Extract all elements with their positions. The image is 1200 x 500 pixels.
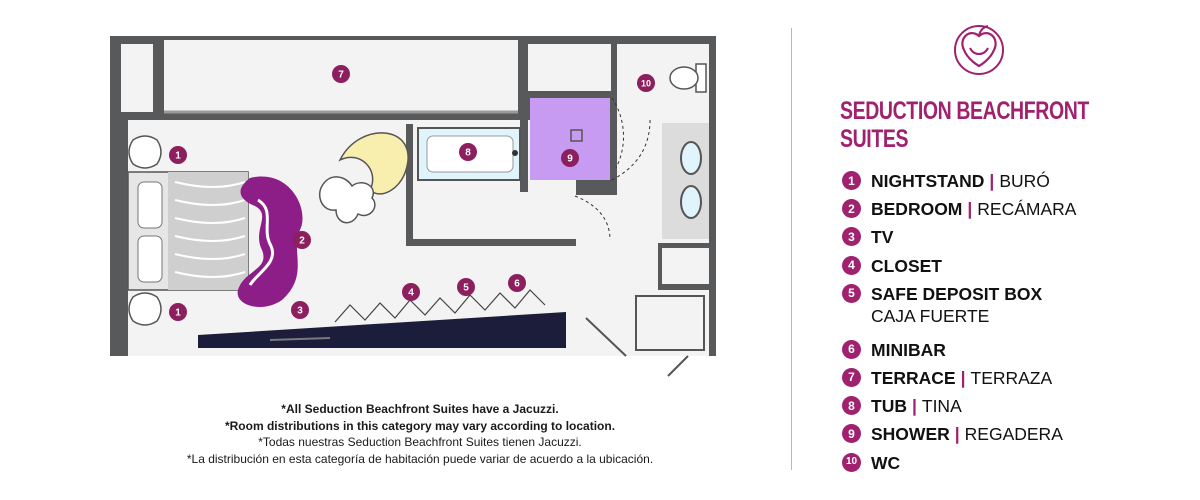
legend-item: 3 TV: [842, 226, 1076, 254]
footnotes: *All Seduction Beachfront Suites have a …: [140, 401, 700, 467]
legend-item: 1 NIGHTSTAND|BURÓ: [842, 170, 1076, 198]
marker-minibar: 6: [508, 274, 526, 292]
lounge-chair: [338, 132, 409, 195]
legend-number: 5: [842, 283, 861, 303]
storage-room: [528, 44, 611, 91]
legend-item: 4 CLOSET: [842, 255, 1076, 283]
legend-label-en: TUB: [871, 396, 907, 417]
legend-separator: |: [960, 367, 966, 388]
legend-number: 10: [842, 452, 861, 472]
svg-text:6: 6: [514, 279, 520, 290]
svg-text:5: 5: [463, 283, 469, 294]
svg-text:7: 7: [338, 70, 344, 81]
note-jacuzzi-en: *All Seduction Beachfront Suites have a …: [281, 402, 559, 416]
legend-label-es: REGADERA: [964, 424, 1063, 445]
vanity-counter: [662, 123, 709, 239]
legend-label-en: BEDROOM: [871, 199, 963, 220]
legend-label-en: NIGHTSTAND: [871, 171, 985, 191]
legend-number: 1: [842, 171, 861, 190]
legend-item: 9 SHOWER|REGADERA: [842, 423, 1076, 451]
side-table: [318, 176, 376, 224]
legend-label-es: BURÓ: [999, 171, 1050, 191]
marker-shower: 9: [561, 149, 579, 167]
divider-line: [791, 28, 792, 470]
marker-wc: 10: [637, 74, 655, 92]
svg-text:10: 10: [641, 79, 651, 89]
nightstand-icon: [128, 292, 162, 326]
legend-separator: |: [911, 396, 917, 417]
legend-label-en: CLOSET: [871, 255, 942, 276]
marker-tub: 8: [459, 143, 477, 161]
legend-label-en: SAFE DEPOSIT BOX: [871, 283, 1043, 304]
legend-number: 8: [842, 396, 861, 416]
tv-icon: [269, 337, 331, 341]
legend-label-es: CAJA FUERTE: [871, 305, 990, 326]
toilet-icon: [669, 66, 699, 90]
legend-number: 2: [842, 199, 861, 219]
marker-bedroom: 2: [293, 231, 311, 249]
sink-icon: [680, 141, 702, 175]
marker-nightstand-top: 1: [169, 146, 187, 164]
marker-tv: 3: [291, 301, 309, 319]
svg-text:9: 9: [567, 154, 573, 165]
entry-closet: [630, 290, 709, 356]
legend-label-en: MINIBAR: [871, 339, 946, 360]
note-distribution-es: *La distribución en esta categoría de ha…: [186, 451, 654, 466]
note-distribution-en: *Room distributions in this category may…: [224, 418, 616, 433]
floor-plan: 7 1 1 2 3 4 5 6 8 9 10: [110, 36, 716, 377]
legend-number: 6: [842, 339, 861, 359]
planter-box: [121, 44, 153, 112]
legend-item: 6 MINIBAR: [842, 339, 1076, 367]
legend-label-es: RECÁMARA: [977, 199, 1077, 220]
legend-label-en: TV: [871, 227, 894, 248]
svg-text:1: 1: [175, 151, 181, 162]
legend-number: 3: [842, 227, 861, 247]
plan-markers: 7 1 1 2 3 4 5 6 8 9 10: [169, 65, 655, 321]
legend-item: 8 TUB|TINA: [842, 395, 1076, 423]
legend-number: 9: [842, 424, 861, 444]
marker-terrace: 7: [332, 65, 350, 83]
legend-label-en: TERRACE: [871, 367, 956, 388]
shower-area: [530, 98, 610, 180]
svg-text:4: 4: [408, 288, 414, 299]
page-title: SEDUCTION BEACHFRONT SUITES: [840, 97, 1089, 153]
legend-item: 7 TERRACE|TERRAZA: [842, 367, 1076, 395]
drain-icon: [570, 129, 583, 142]
svg-text:3: 3: [297, 306, 303, 317]
svg-text:2: 2: [299, 236, 305, 247]
sink-icon: [680, 185, 702, 219]
apple-heart-logo-icon: [954, 25, 1004, 75]
marker-closet: 4: [402, 283, 420, 301]
svg-text:8: 8: [465, 148, 471, 159]
svg-text:1: 1: [175, 308, 181, 319]
legend-separator: |: [954, 424, 960, 445]
legend-label-es: TERRAZA: [970, 367, 1053, 388]
legend-number: 4: [842, 255, 861, 275]
legend-item: 2 BEDROOM|RECÁMARA: [842, 198, 1076, 226]
legend-item: 10 WC: [842, 452, 1076, 480]
legend-separator: |: [967, 199, 973, 220]
entry-door: [585, 317, 627, 357]
legend-label-es: TINA: [921, 396, 962, 417]
legend-label-en: WC: [871, 452, 901, 473]
legend-separator: |: [989, 171, 995, 191]
marker-safe: 5: [457, 278, 475, 296]
legend-label-en: SHOWER: [871, 424, 950, 445]
note-jacuzzi-es: *Todas nuestras Seduction Beachfront Sui…: [258, 435, 582, 449]
nightstand-icon: [128, 135, 162, 169]
marker-nightstand-bottom: 1: [169, 303, 187, 321]
legend-number: 7: [842, 367, 861, 387]
